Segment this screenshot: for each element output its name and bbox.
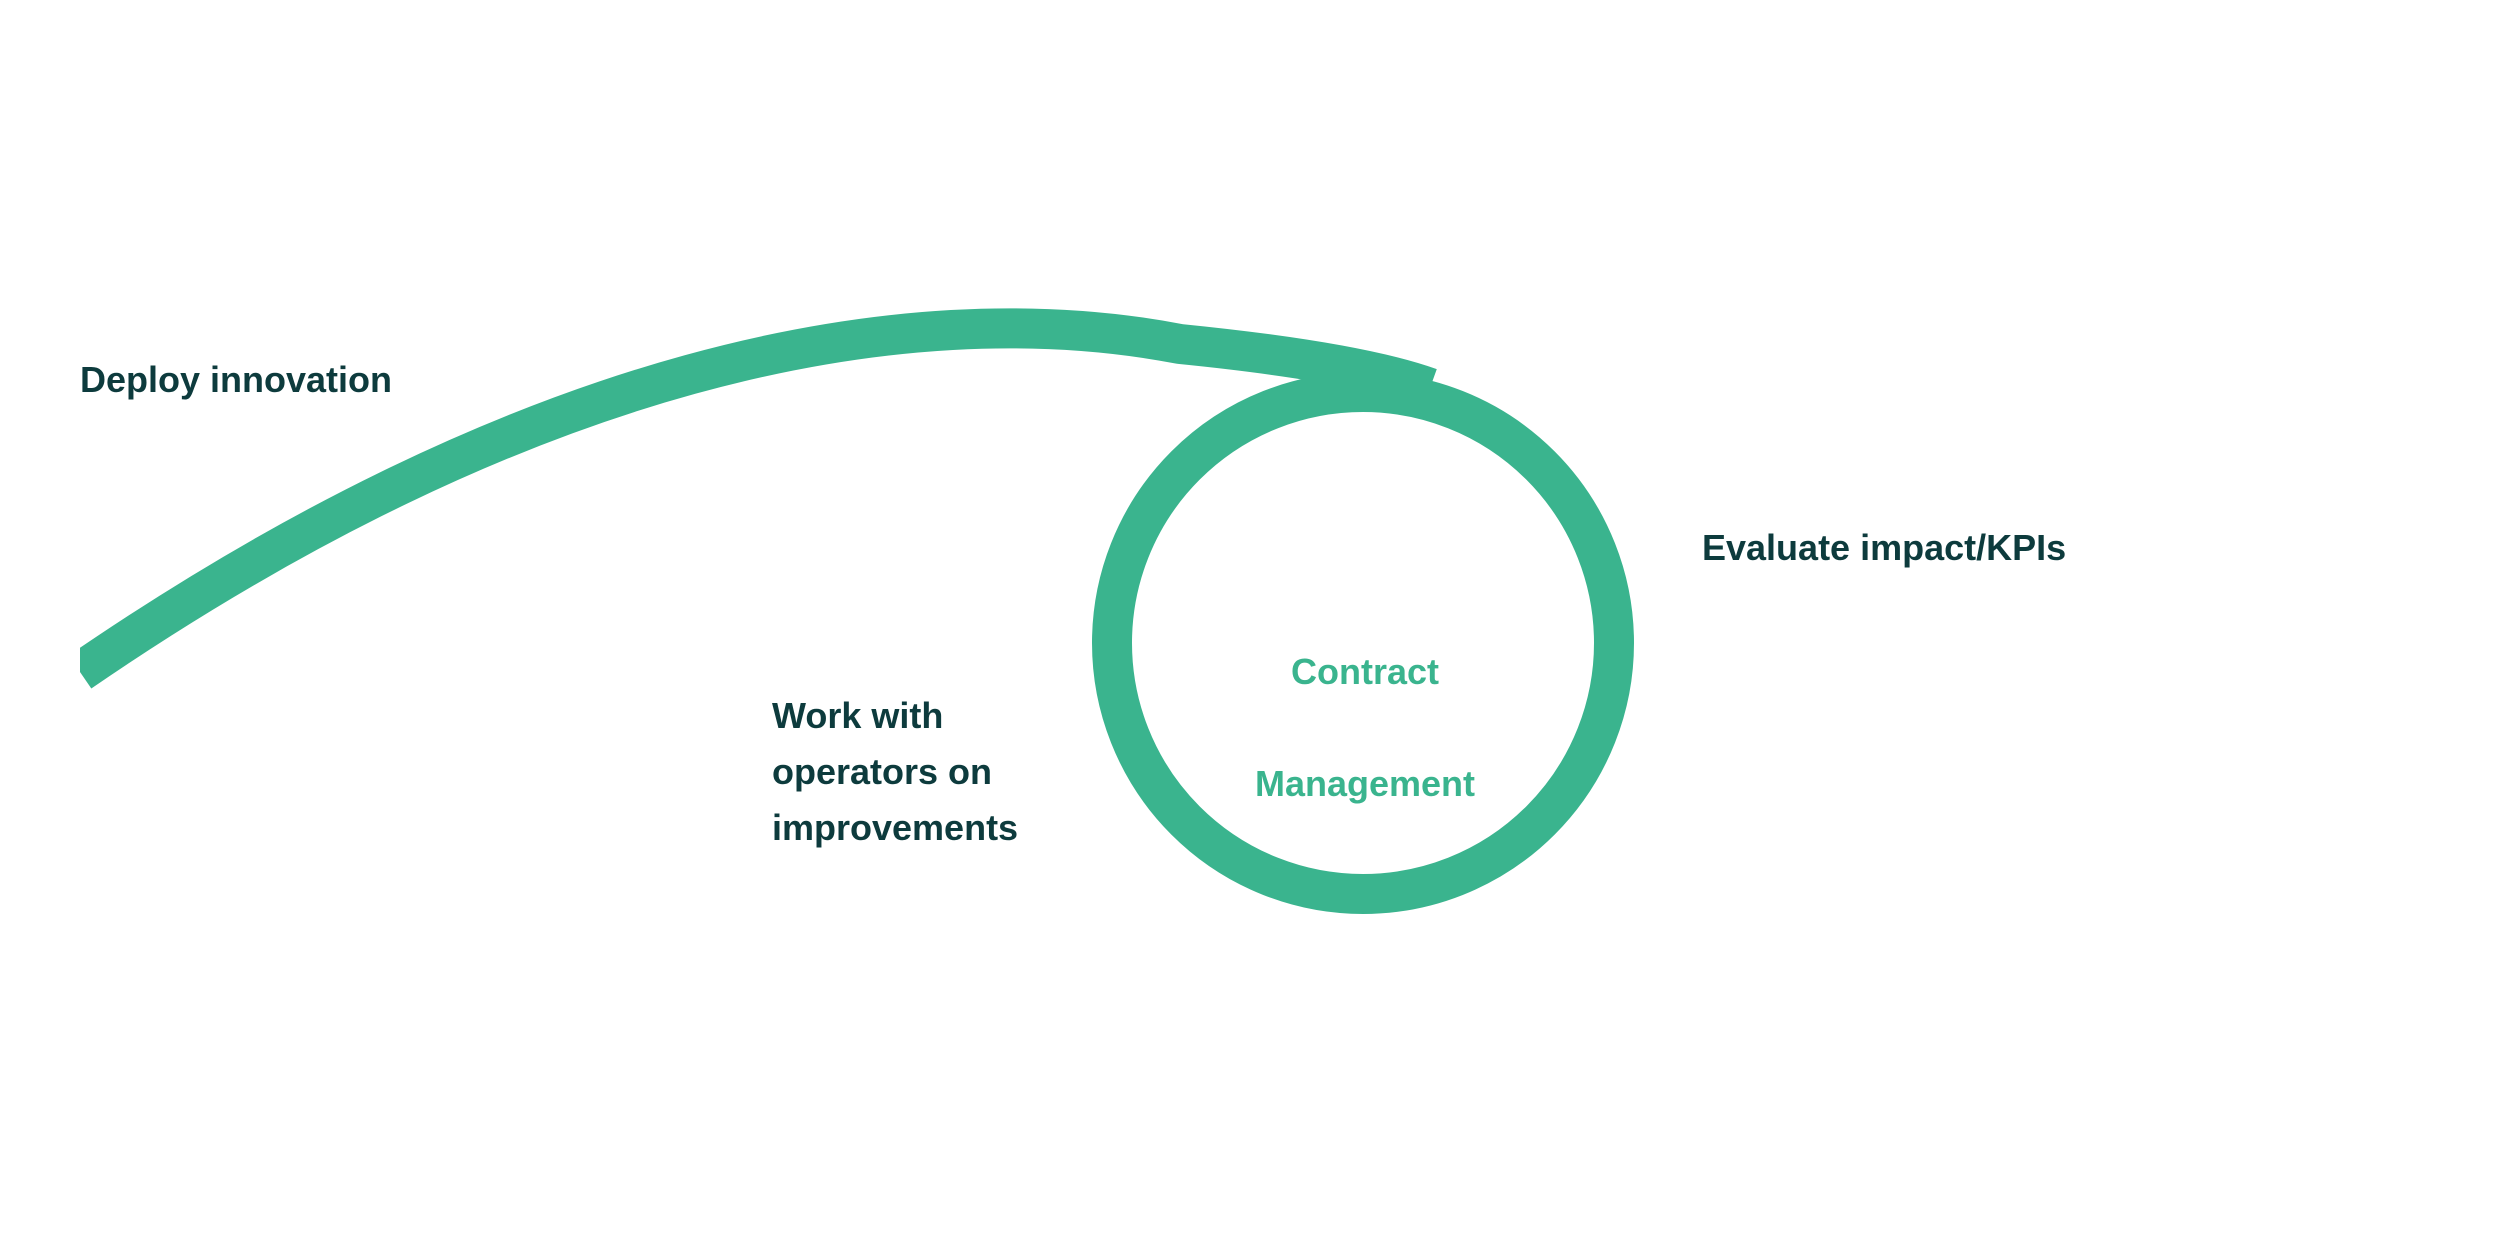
label-evaluate-impact: Evaluate impact/KPIs (1702, 527, 2067, 568)
center-title-line2: Management (1254, 763, 1476, 804)
center-title: Contract Management (1195, 588, 1535, 868)
cycle-arc-path (80, 308, 1437, 689)
contract-management-ring (1092, 372, 1634, 914)
center-title-line1: Contract (1290, 651, 1439, 692)
label-work-with-operators: Work with operators on improvements (772, 695, 1019, 848)
label-deploy-innovation: Deploy innovation (80, 359, 393, 400)
